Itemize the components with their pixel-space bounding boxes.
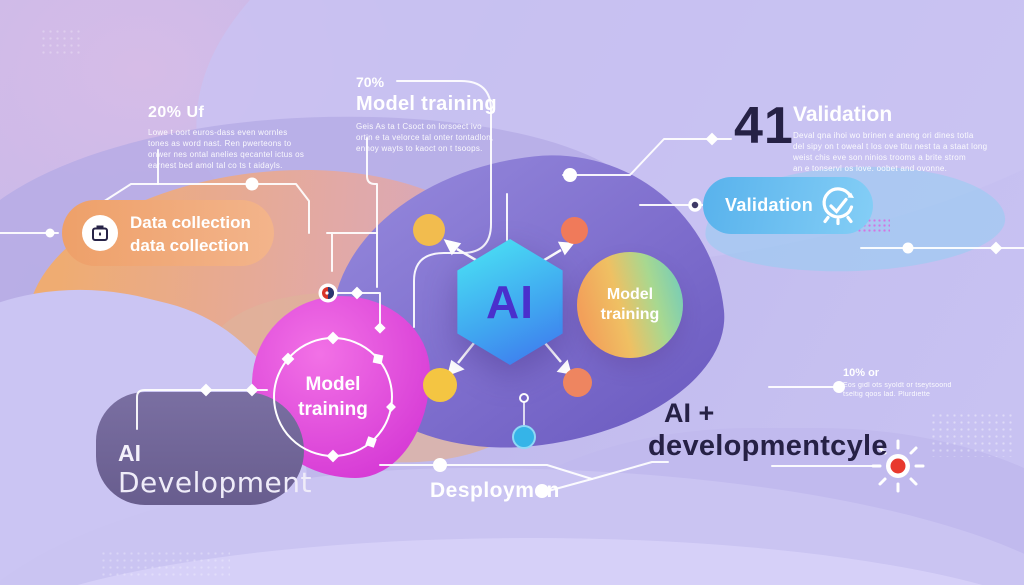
ai-development-card: AI Development [96,392,312,505]
check-gauge-icon [822,187,854,226]
connector [547,478,593,492]
body-line: tones as word nast. Ren pwerteons to [148,139,292,148]
big-number-41: 41 [734,97,794,155]
data-collection-line1: Data collection [130,213,251,232]
deployment-label: Desploymen [430,479,560,502]
body-line: earnest bed amol tal co ts t aidayls. [148,161,283,170]
body-line: Deval qna ihoi wo brinen e aneng ori din… [793,131,974,140]
ai-development-line1: AI [118,440,141,466]
percent-heading: 20% Uf [148,104,205,121]
validation-heading: Validation [793,103,893,126]
validation-pill: Validation [703,177,873,234]
ring-node [688,198,702,212]
target-icon [318,283,338,303]
body-line: del sipy on t oweal t los ove titu nest … [793,142,988,151]
body-line: Lowe t oort euros-dass even wornles [148,128,288,137]
connector [326,232,378,272]
pink-model-training-label: Model training [273,372,393,422]
body-line: Eos gidl ots syoldt or tseytsoond [843,382,952,389]
body-line: onwer nes ontal anelies qecantel ictus o… [148,150,305,159]
model-training-heading: Model training [356,93,497,115]
model-training-circle-line1: Model [606,286,654,303]
body-line: ortin e ta velorce tal onter tontadlon, [356,133,494,142]
connector-rounded-frame [396,80,492,328]
satellite-dot-yellow [413,214,445,246]
data-collection-label: Data collection data collection [130,211,251,257]
connector [136,389,268,430]
dot-texture [930,412,1015,457]
satellite-dot-orange [563,368,592,397]
percent-heading: 10% or [843,367,880,379]
percent-heading: 70% [356,74,385,90]
ai-cycle-line1: AI + [664,398,715,428]
pink-circle-line2: training [298,399,368,420]
connector [366,137,378,288]
pink-circle-ring [273,331,396,463]
data-collection-line2: data collection [130,236,250,255]
body-line: tseltig qoos lad. Plurdiette [843,391,931,398]
annotation-ten-percent: 10% or Eos gidl ots syoldt or tseytsoond… [843,367,952,399]
connector [379,461,669,480]
connector [91,183,310,234]
ai-hexagon-shape: AI [457,239,563,365]
data-collection-pill: Data collection data collection [62,200,274,266]
pink-circle-line1: Model [305,374,361,395]
annotation-top-left: 20% Uf Lowe t oort euros-dass even wornl… [148,104,304,171]
body-line: weist chis eve son ninios trooms a brite… [793,153,966,162]
annotation-model-training: 70% Model training Geis As ta t Csoct on… [356,74,497,154]
body-line: ennoy wayts to kaoct on t tsoops. [356,144,483,153]
starburst-icon [871,439,925,493]
validation-pill-label: Validation [725,195,814,215]
satellite-dot-coral [561,217,588,244]
dot-texture [40,28,84,54]
model-training-gradient-circle: Model training [577,252,683,358]
dot-texture [100,550,230,580]
ai-hexagon: AI [454,239,566,365]
ai-cycle-line2: developmentcyle [648,430,888,462]
ai-cycle-label: AI + developmentcyle [648,398,888,463]
cyan-node-icon [512,393,536,449]
body-line: Geis As ta t Csoct on lorsoect ivo [356,122,482,131]
model-training-circle-line2: training [600,306,660,323]
node-dots [45,168,914,498]
connector [562,138,732,176]
ai-development-line2: Development [118,466,312,499]
archive-box-icon [92,225,108,241]
connector [336,292,381,329]
ai-label: AI [486,276,534,328]
body-line: an e tonservl os love. oobet and ovonne. [793,164,948,173]
icon-circle [82,215,118,251]
satellite-dot-yellow [423,368,457,402]
annotation-validation: Validation Deval qna ihoi wo brinen e an… [793,103,988,174]
